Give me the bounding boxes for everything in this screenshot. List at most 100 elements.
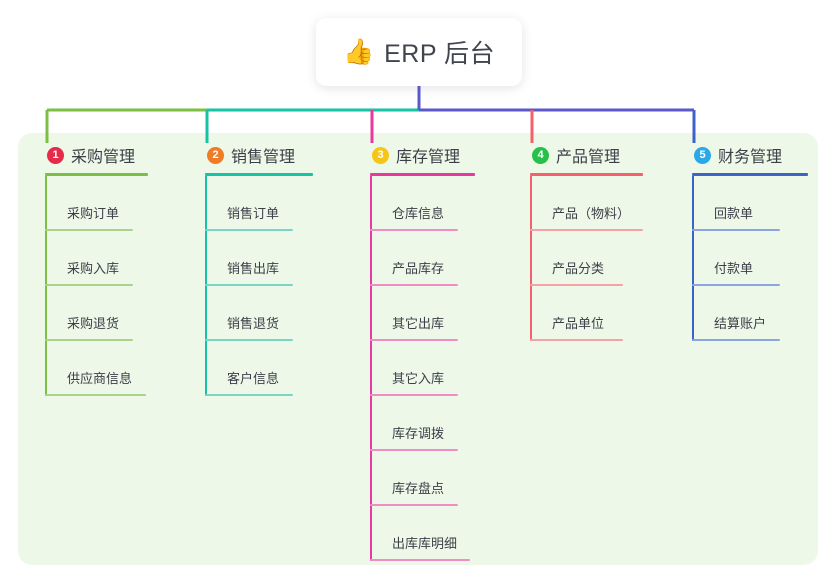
branch-title-3: 库存管理 — [396, 149, 461, 166]
branch-3[interactable]: 3 库存管理仓库信息产品库存其它出库其它入库库存调拨库存盘点出库库明细 — [370, 143, 475, 561]
branch-leaf-list-5: 回款单付款单结算账户 — [692, 176, 808, 341]
leaf-item[interactable]: 销售出库 — [205, 231, 313, 286]
leaf-label: 出库库明细 — [392, 536, 458, 551]
leaf-rule — [692, 339, 780, 341]
leaf-rule — [370, 504, 458, 506]
branch-5[interactable]: 5 财务管理回款单付款单结算账户 — [692, 143, 808, 341]
leaf-label: 采购退货 — [67, 316, 120, 331]
leaf-rule — [370, 229, 458, 231]
branch-leaf-list-4: 产品（物料） 产品分类产品单位 — [530, 176, 643, 341]
leaf-label: 产品库存 — [392, 261, 445, 276]
leaf-label: 库存调拨 — [392, 426, 445, 441]
leaf-item[interactable]: 仓库信息 — [370, 176, 475, 231]
leaf-label: 产品（物料） — [552, 206, 631, 221]
branch-header-3[interactable]: 3 库存管理 — [370, 143, 475, 167]
branch-title-2: 销售管理 — [231, 149, 296, 166]
branch-header-4[interactable]: 4 产品管理 — [530, 143, 643, 167]
leaf-label: 其它出库 — [392, 316, 445, 331]
leaf-label: 供应商信息 — [67, 371, 133, 386]
leaf-item[interactable]: 销售订单 — [205, 176, 313, 231]
branch-header-rule-4 — [530, 173, 643, 176]
branch-header-rule-1 — [45, 173, 148, 176]
leaf-rule — [45, 284, 133, 286]
leaf-item[interactable]: 产品库存 — [370, 231, 475, 286]
branch-header-rule-3 — [370, 173, 475, 176]
leaf-label: 产品单位 — [552, 316, 605, 331]
leaf-item[interactable]: 结算账户 — [692, 286, 808, 341]
leaf-item[interactable]: 采购入库 — [45, 231, 148, 286]
leaf-label: 采购订单 — [67, 206, 120, 221]
branch-spine-4 — [530, 176, 532, 341]
leaf-item[interactable]: 其它入库 — [370, 341, 475, 396]
leaf-item[interactable]: 销售退货 — [205, 286, 313, 341]
leaf-item[interactable]: 其它出库 — [370, 286, 475, 341]
leaf-rule — [205, 339, 293, 341]
branch-spine-2 — [205, 176, 207, 396]
leaf-rule — [370, 559, 470, 561]
branch-header-rule-5 — [692, 173, 808, 176]
leaf-label: 销售出库 — [227, 261, 280, 276]
branch-badge-2: 2 — [207, 146, 224, 164]
leaf-label: 回款单 — [714, 206, 754, 221]
branch-title-5: 财务管理 — [718, 149, 783, 166]
leaf-item[interactable]: 出库库明细 — [370, 506, 475, 561]
leaf-item[interactable]: 库存盘点 — [370, 451, 475, 506]
leaf-item[interactable]: 产品单位 — [530, 286, 643, 341]
leaf-label: 库存盘点 — [392, 481, 445, 496]
root-title: ERP 后台 — [384, 40, 496, 68]
leaf-rule — [530, 284, 623, 286]
branch-header-5[interactable]: 5 财务管理 — [692, 143, 808, 167]
branch-spine-5 — [692, 176, 694, 341]
branch-badge-5: 5 — [694, 146, 711, 164]
branch-badge-3: 3 — [372, 146, 389, 164]
leaf-rule — [530, 339, 623, 341]
branch-badge-1: 1 — [47, 146, 64, 164]
leaf-rule — [205, 284, 293, 286]
leaf-item[interactable]: 库存调拨 — [370, 396, 475, 451]
leaf-item[interactable]: 采购退货 — [45, 286, 148, 341]
branch-spine-3 — [370, 176, 372, 561]
leaf-label: 仓库信息 — [392, 206, 445, 221]
branch-leaf-list-1: 采购订单采购入库采购退货供应商信息 — [45, 176, 148, 396]
leaf-rule — [370, 284, 458, 286]
leaf-rule — [370, 339, 458, 341]
leaf-label: 付款单 — [714, 261, 754, 276]
branch-badge-4: 4 — [532, 146, 549, 164]
leaf-label: 其它入库 — [392, 371, 445, 386]
leaf-rule — [45, 339, 133, 341]
leaf-item[interactable]: 供应商信息 — [45, 341, 148, 396]
branch-title-4: 产品管理 — [556, 149, 621, 166]
branch-leaf-list-3: 仓库信息产品库存其它出库其它入库库存调拨库存盘点出库库明细 — [370, 176, 475, 561]
branch-leaf-list-2: 销售订单销售出库销售退货客户信息 — [205, 176, 313, 396]
branch-2[interactable]: 2 销售管理销售订单销售出库销售退货客户信息 — [205, 143, 313, 396]
leaf-item[interactable]: 产品（物料） — [530, 176, 643, 231]
leaf-rule — [692, 229, 780, 231]
leaf-rule — [45, 394, 146, 396]
leaf-item[interactable]: 客户信息 — [205, 341, 313, 396]
leaf-item[interactable]: 产品分类 — [530, 231, 643, 286]
branch-1[interactable]: 1 采购管理采购订单采购入库采购退货供应商信息 — [45, 143, 148, 396]
leaf-rule — [530, 229, 643, 231]
leaf-label: 产品分类 — [552, 261, 605, 276]
leaf-rule — [205, 229, 293, 231]
branch-header-1[interactable]: 1 采购管理 — [45, 143, 148, 167]
thumbs-up-icon: 👍 — [342, 37, 375, 66]
branch-spine-1 — [45, 176, 47, 396]
leaf-item[interactable]: 回款单 — [692, 176, 808, 231]
root-node[interactable]: 👍 ERP 后台 — [316, 18, 522, 86]
leaf-rule — [205, 394, 293, 396]
branch-4[interactable]: 4 产品管理产品（物料） 产品分类产品单位 — [530, 143, 643, 341]
branch-header-rule-2 — [205, 173, 313, 176]
leaf-label: 销售退货 — [227, 316, 280, 331]
leaf-rule — [370, 449, 458, 451]
leaf-label: 销售订单 — [227, 206, 280, 221]
leaf-rule — [370, 394, 458, 396]
leaf-rule — [692, 284, 780, 286]
leaf-item[interactable]: 采购订单 — [45, 176, 148, 231]
branch-title-1: 采购管理 — [71, 149, 136, 166]
leaf-label: 客户信息 — [227, 371, 280, 386]
leaf-rule — [45, 229, 133, 231]
leaf-label: 采购入库 — [67, 261, 120, 276]
leaf-item[interactable]: 付款单 — [692, 231, 808, 286]
branch-header-2[interactable]: 2 销售管理 — [205, 143, 313, 167]
